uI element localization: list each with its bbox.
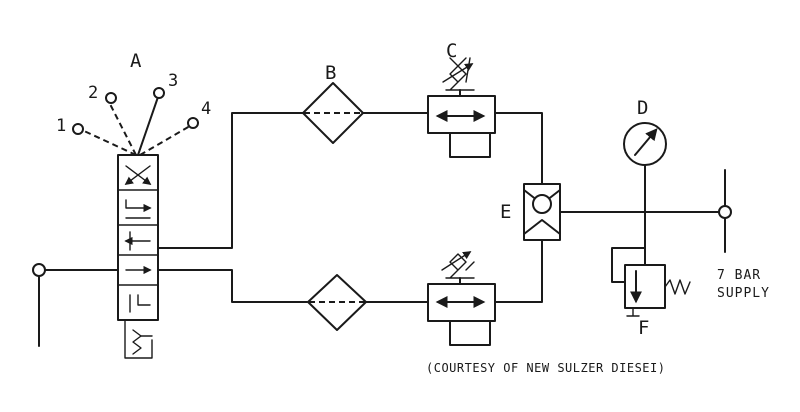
pipework-a <box>157 112 308 303</box>
shuttle-ball <box>532 194 552 214</box>
position-3-knob <box>153 87 165 99</box>
label-b: B <box>325 62 336 84</box>
inlet-line <box>32 263 119 347</box>
label-c: C <box>446 40 457 62</box>
pressure-regulator-lower <box>427 251 496 346</box>
label-f: F <box>638 317 649 339</box>
filter-lower <box>307 274 367 331</box>
position-1-knob <box>72 123 84 135</box>
selector-valve-a <box>117 154 159 359</box>
position-3-label: 3 <box>168 71 178 91</box>
position-4-knob <box>187 117 199 129</box>
position-4-label: 4 <box>201 99 211 119</box>
supply-label-line1: 7 BAR <box>717 268 761 283</box>
shuttle-valve-e <box>523 183 561 241</box>
label-d: D <box>637 97 648 119</box>
courtesy-credit: (COURTESY OF NEW SULZER DIESEI) <box>426 361 665 375</box>
pressure-gauge-d <box>623 122 667 213</box>
supply-port <box>718 169 732 253</box>
position-1-label: 1 <box>56 116 66 136</box>
label-a: A <box>130 50 142 72</box>
inlet-port <box>32 263 46 277</box>
supply-label-line2: SUPPLY <box>717 286 770 301</box>
filter-b <box>302 82 364 144</box>
position-2-label: 2 <box>88 83 98 103</box>
position-2-knob <box>105 92 117 104</box>
selector-lever: 1 2 3 4 <box>56 71 211 156</box>
relief-valve-f <box>611 211 691 317</box>
label-e: E <box>500 201 511 223</box>
pressure-regulator-c <box>427 57 496 158</box>
